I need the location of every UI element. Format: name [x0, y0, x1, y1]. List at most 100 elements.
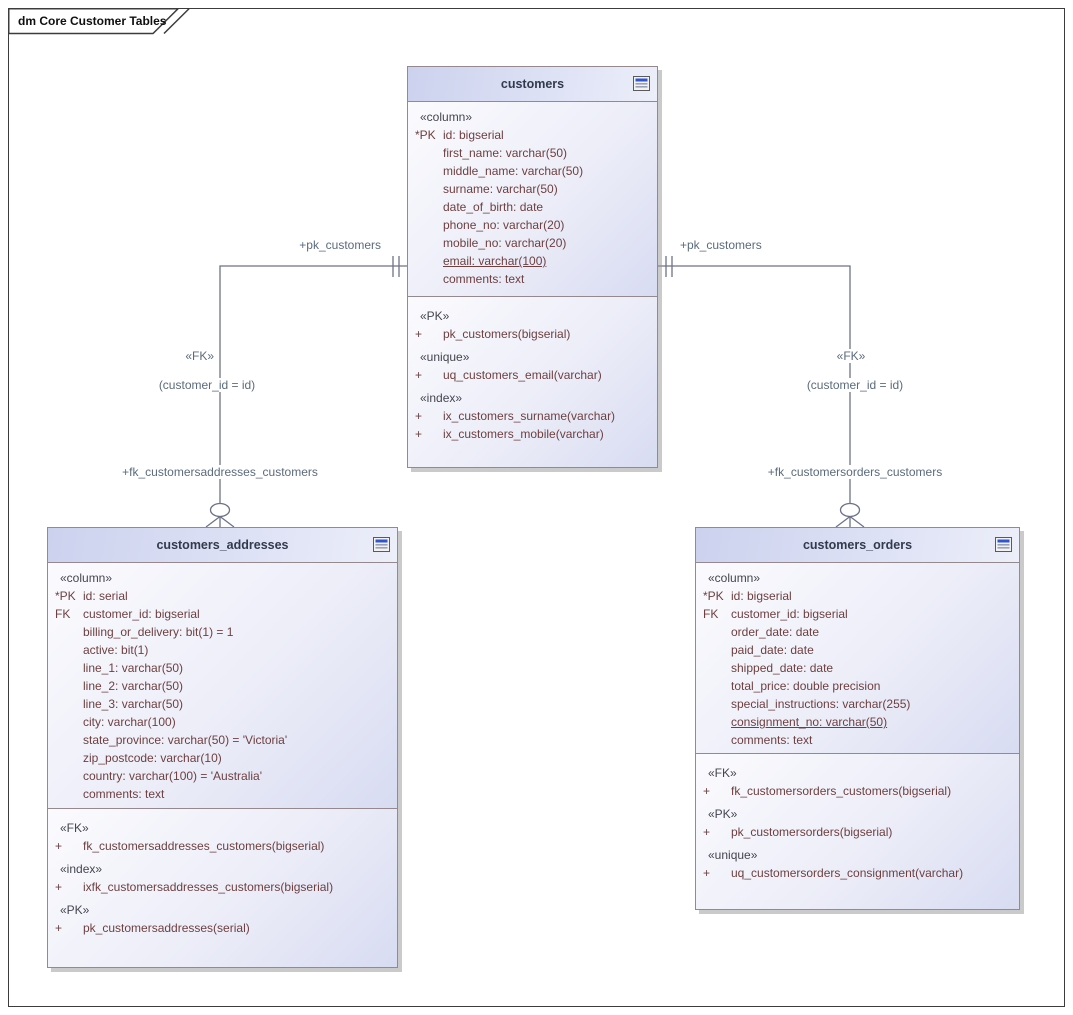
- crow-foot-leg: [835, 515, 851, 528]
- connector-role-label: +pk_customers: [285, 238, 381, 252]
- stereotype-label: «PK»: [708, 807, 738, 821]
- column-row: mobile_no: varchar(20): [408, 234, 657, 252]
- column-key-prefix: FK: [55, 607, 71, 621]
- column-name: id: bigserial: [443, 128, 504, 142]
- constraint-prefix: +: [55, 880, 63, 894]
- column-row: state_province: varchar(50) = 'Victoria': [48, 731, 397, 749]
- constraint-prefix: +: [415, 409, 423, 423]
- column-row: total_price: double precision: [696, 677, 1019, 695]
- column-row: zip_postcode: varchar(10): [48, 749, 397, 767]
- column-key-prefix: [48, 713, 83, 731]
- column-key-prefix: [48, 767, 83, 785]
- constraint-name: uq_customersorders_consignment(varchar): [731, 866, 964, 880]
- column-row: shipped_date: date: [696, 659, 1019, 677]
- stereotype-label: «column»: [60, 571, 113, 585]
- constraint-name: pk_customers(bigserial): [443, 327, 571, 341]
- column-row: line_2: varchar(50): [48, 677, 397, 695]
- stereotype-label: «index»: [60, 862, 103, 876]
- column-row: middle_name: varchar(50): [408, 162, 657, 180]
- column-row: consignment_no: varchar(50): [696, 713, 1019, 731]
- column-name: first_name: varchar(50): [443, 146, 568, 160]
- connector-customers-addresses[interactable]: [205, 256, 407, 528]
- column-key-prefix: [48, 749, 83, 767]
- table-customers-addresses[interactable]: customers_addresses «column» *PK id: seria…: [47, 527, 398, 968]
- column-key-prefix: [408, 216, 443, 234]
- column-row: phone_no: varchar(20): [408, 216, 657, 234]
- constraint-name: pk_customersaddresses(serial): [83, 921, 250, 935]
- column-name: special_instructions: varchar(255): [731, 697, 911, 711]
- stereotype-label: «column»: [708, 571, 761, 585]
- crow-foot-leg: [205, 515, 221, 528]
- stereotype-label: «PK»: [60, 903, 90, 917]
- constraint-row: +uq_customersorders_consignment(varchar): [696, 864, 1019, 882]
- connector-path[interactable]: [658, 265, 851, 503]
- column-key-prefix: [408, 144, 443, 162]
- constraint-name: uq_customers_email(varchar): [443, 368, 602, 382]
- column-row: comments: text: [408, 270, 657, 288]
- table-header[interactable]: customers_addresses: [48, 528, 397, 562]
- column-name: line_2: varchar(50): [83, 679, 184, 693]
- constraint-section: «index» + ixfk_customersaddresses_customer…: [48, 860, 397, 896]
- connector-path[interactable]: [219, 265, 407, 503]
- constraints-compartment: «PK»+pk_customers(bigserial)«unique»+uq_…: [408, 297, 657, 467]
- table-header[interactable]: customers: [408, 67, 657, 101]
- constraint-section: «FK»+fk_customersaddresses_customers(big…: [48, 819, 397, 855]
- stereotype-label: «column»: [420, 110, 473, 124]
- column-row: order_date: date: [696, 623, 1019, 641]
- column-row: line_3: varchar(50): [48, 695, 397, 713]
- constraint-row: +uq_customers_email(varchar): [408, 366, 657, 384]
- column-name: zip_postcode: varchar(10): [83, 751, 222, 765]
- column-name: id: serial: [83, 589, 128, 603]
- constraint-prefix: +: [703, 784, 711, 798]
- column-row: paid_date: date: [696, 641, 1019, 659]
- column-name: surname: varchar(50): [443, 182, 558, 196]
- column-row: email: varchar(100): [408, 252, 657, 270]
- column-row: surname: varchar(50): [408, 180, 657, 198]
- constraint-name: ixfk_customersaddresses_customers(bigser…: [83, 880, 334, 894]
- column-key-prefix: *PK: [55, 589, 76, 603]
- column-name: comments: text: [731, 733, 813, 747]
- constraint-name: fk_customersorders_customers(bigserial): [731, 784, 952, 798]
- constraint-name: pk_customersorders(bigserial): [731, 825, 893, 839]
- connector-condition-label: (customer_id = id): [795, 378, 915, 392]
- column-key-prefix: [696, 713, 731, 731]
- frame-title: dm Core Customer Tables: [18, 14, 167, 28]
- column-name: date_of_birth: date: [443, 200, 544, 214]
- frame-tab: [8, 8, 190, 35]
- table-title: customers: [500, 77, 565, 91]
- constraint-row: +pk_customersaddresses(serial): [48, 919, 397, 937]
- table-header[interactable]: customers_orders: [696, 528, 1019, 562]
- column-name: comments: text: [443, 272, 525, 286]
- constraint-row: +pk_customers(bigserial): [408, 325, 657, 343]
- column-name: line_3: varchar(50): [83, 697, 184, 711]
- column-row: date_of_birth: date: [408, 198, 657, 216]
- column-row: billing_or_delivery: bit(1) = 1: [48, 623, 397, 641]
- column-key-prefix: [696, 731, 731, 749]
- column-name: order_date: date: [731, 625, 820, 639]
- constraint-prefix: +: [55, 839, 63, 853]
- constraint-section: «index»+ix_customers_surname(varchar)+ix…: [408, 389, 657, 443]
- connector-stereotype-label: «FK»: [818, 349, 884, 363]
- constraint-section: «unique»+uq_customers_email(varchar): [408, 348, 657, 384]
- connector-role-label: +pk_customers: [680, 238, 762, 252]
- table-title: customers_addresses: [156, 538, 289, 552]
- stereotype-label: «unique»: [708, 848, 758, 862]
- column-row: first_name: varchar(50): [408, 144, 657, 162]
- column-row: line_1: varchar(50): [48, 659, 397, 677]
- connector-customers-orders[interactable]: [658, 256, 865, 528]
- column-name: billing_or_delivery: bit(1) = 1: [83, 625, 234, 639]
- constraint-row: + ixfk_customersaddresses_customers(bigse…: [48, 878, 397, 896]
- column-name: paid_date: date: [731, 643, 814, 657]
- constraint-row: +ix_customers_surname(varchar): [408, 407, 657, 425]
- zero-or-many-circle: [839, 502, 861, 518]
- column-name: country: varchar(100) = 'Australia': [83, 769, 262, 783]
- column-name: state_province: varchar(50) = 'Victoria': [83, 733, 288, 747]
